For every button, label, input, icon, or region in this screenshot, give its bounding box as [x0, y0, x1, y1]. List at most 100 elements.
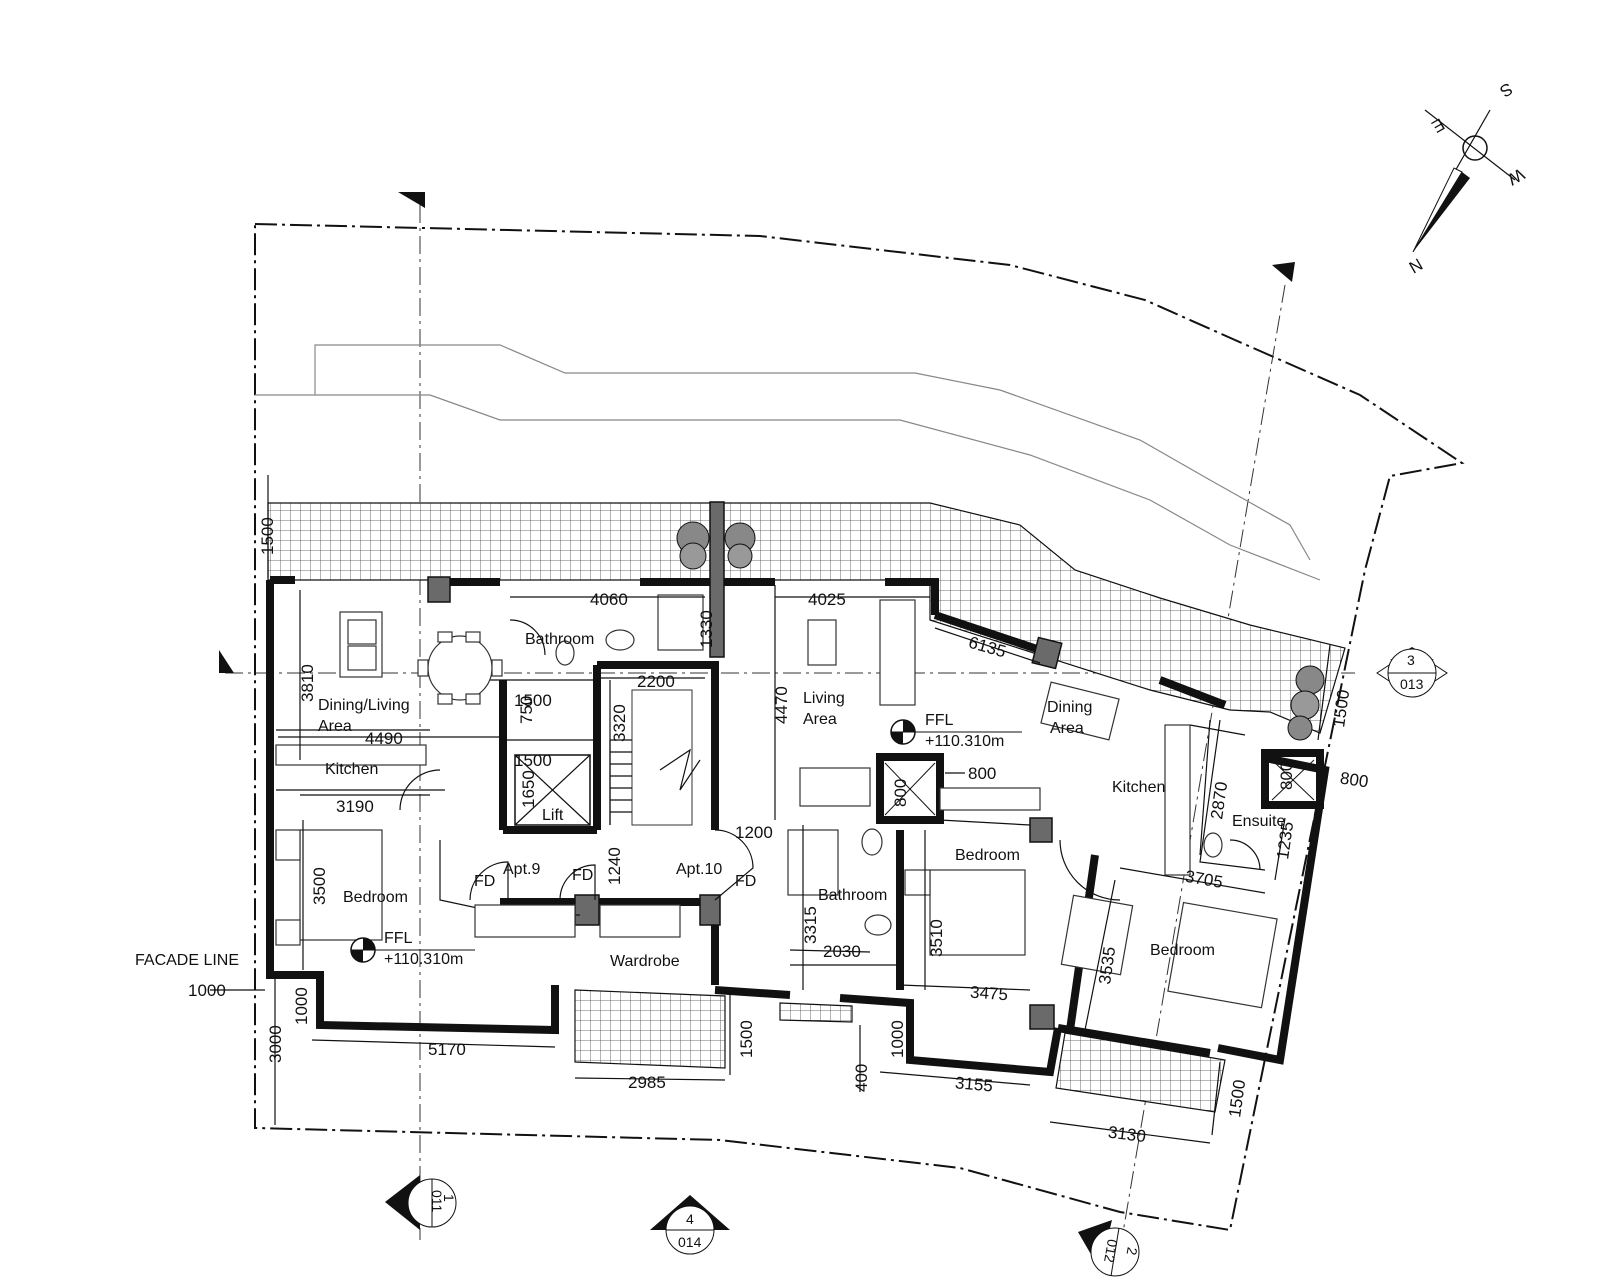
section-marker-3 — [1376, 647, 1448, 698]
room-label: Living — [803, 690, 845, 707]
dining-table — [417, 631, 503, 705]
room-label: Kitchen — [325, 761, 378, 778]
dimension-label: 1240 — [605, 847, 624, 885]
dimension-label: 3000 — [266, 1025, 285, 1063]
section-sheet: 011 — [429, 1190, 445, 1213]
axis-marker-left — [219, 650, 234, 673]
service-shaft — [884, 759, 1315, 816]
level-marker — [350, 937, 475, 963]
section-sheet: 012 — [1101, 1238, 1121, 1264]
fire-door-label: FD — [735, 873, 756, 890]
dimension-label: 4025 — [808, 590, 846, 609]
wall-south-right — [1057, 1024, 1211, 1057]
terrace-paving-south-3 — [779, 1002, 853, 1023]
dimension-label: 3320 — [610, 704, 629, 742]
room-label: Bedroom — [1150, 942, 1215, 959]
column — [1029, 1004, 1055, 1030]
dimension-label: 3130 — [1107, 1123, 1147, 1146]
section-marker-4 — [650, 1195, 730, 1255]
apartment-label: Apt.9 — [503, 861, 540, 878]
section-marker-2 — [1078, 1220, 1140, 1277]
door-swing — [399, 619, 1261, 901]
room-label: Area — [1050, 720, 1084, 737]
wall-service-shaft — [1261, 749, 1324, 809]
ffl-label: FFL — [925, 712, 954, 729]
dimension-label: 4470 — [772, 686, 791, 724]
terrace-paving-south-1 — [574, 989, 726, 1069]
dimension-label: 3500 — [310, 867, 329, 905]
dimension-label: 3510 — [927, 919, 946, 957]
compass-letter: N — [1406, 254, 1426, 277]
column — [709, 501, 725, 658]
bathtub — [787, 829, 839, 896]
room-label: Bathroom — [818, 887, 887, 904]
tree-icon — [1287, 665, 1325, 741]
dimension-label: 3810 — [298, 664, 317, 702]
dimension-label: 1500 — [514, 751, 552, 770]
wall-east — [1217, 754, 1330, 1065]
compass-letter: S — [1497, 79, 1516, 101]
dimension-label: 1235 — [1273, 820, 1297, 860]
dimension-label: 1500 — [737, 1020, 756, 1058]
ffl-value: +110.310m — [384, 951, 463, 968]
dimension-label: 3705 — [1184, 867, 1225, 892]
section-number: 1 — [441, 1194, 457, 1202]
section-sheet: 013 — [1400, 676, 1424, 692]
dimension-label: 400 — [852, 1064, 871, 1092]
fire-door-label: FD — [572, 867, 593, 884]
dimension-label: 4490 — [365, 729, 403, 748]
wall-stair-core — [499, 661, 719, 834]
section-marker-1 — [385, 1175, 457, 1230]
room-label: Bedroom — [955, 847, 1020, 864]
room-label: Kitchen — [1112, 779, 1165, 796]
column — [699, 894, 721, 926]
stair-treads — [609, 689, 701, 826]
section-number: 4 — [686, 1211, 694, 1227]
dimension-label: 800 — [1339, 769, 1370, 792]
dimension-label: 2200 — [637, 672, 675, 691]
dimension-label: 1500 — [1329, 688, 1353, 728]
column — [427, 576, 451, 603]
wall-west — [266, 580, 559, 1035]
dimension-label: 1200 — [735, 823, 773, 842]
ffl-value: +110.310m — [925, 733, 1004, 750]
fire-door-label: FD — [474, 873, 495, 890]
column — [1031, 636, 1063, 670]
dimension-lines — [210, 475, 1331, 1144]
room-label: Ensuite — [1232, 813, 1285, 830]
dimension-label: 800 — [891, 779, 910, 807]
dining-table-right — [1040, 681, 1120, 741]
terrace-paving — [267, 502, 1346, 734]
dimension-label: 2030 — [823, 942, 861, 961]
dimension-label: 3315 — [801, 906, 820, 944]
dimension-label: 2985 — [628, 1073, 666, 1092]
room-label: Bathroom — [525, 631, 594, 648]
room-label: Area — [318, 718, 352, 735]
dimension-label: 4060 — [590, 590, 628, 609]
dimension-label: 750 — [517, 696, 536, 724]
dimension-label: 3475 — [969, 983, 1008, 1005]
section-number: 3 — [1407, 652, 1415, 668]
contour-line-2 — [255, 394, 1321, 581]
lift-shaft — [514, 754, 591, 826]
north-arrow-icon — [1412, 109, 1516, 253]
dimension-label: 3190 — [336, 797, 374, 816]
room-label: Bedroom — [343, 889, 408, 906]
dimension-label: 1000 — [188, 981, 226, 1000]
dimension-label: 1650 — [519, 770, 538, 808]
compass-letter: E — [1428, 114, 1447, 136]
tree-icon — [676, 521, 756, 570]
contour-line-1 — [314, 344, 1311, 561]
level-marker — [890, 719, 1022, 745]
apartment-label: Apt.10 — [676, 861, 722, 878]
dimension-label: 1500 — [1225, 1078, 1249, 1118]
room-label: Area — [803, 711, 837, 728]
compass-letter: W — [1504, 164, 1527, 188]
wall-east-diagonal — [933, 611, 1057, 659]
section-number: 2 — [1124, 1246, 1141, 1257]
column — [1029, 817, 1053, 843]
dimension-label: 1500 — [258, 517, 277, 555]
site-boundary — [254, 222, 1465, 1232]
dimension-label: 1330 — [697, 610, 716, 648]
